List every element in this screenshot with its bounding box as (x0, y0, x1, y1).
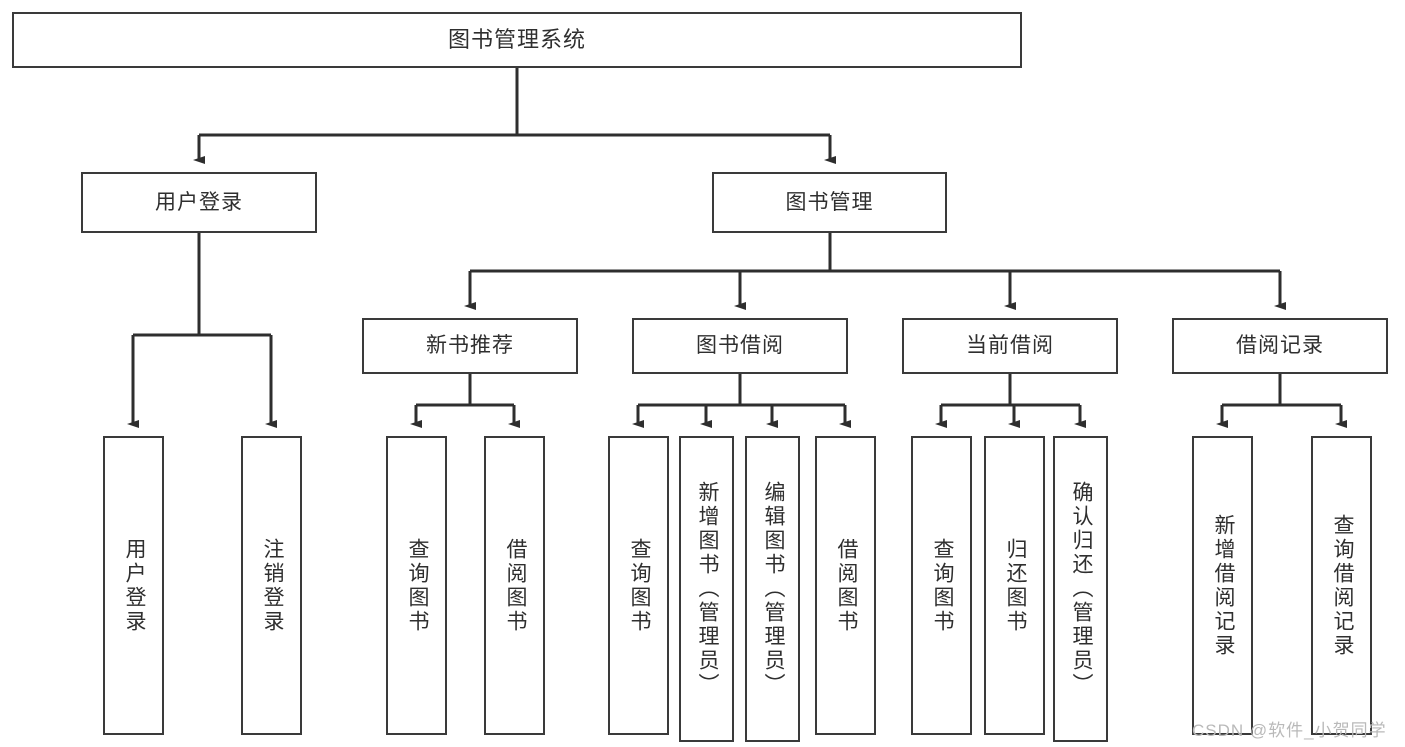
node-record-add[interactable]: 新增借阅记录 (1192, 436, 1253, 735)
node-label: 查询借阅记录 (1330, 513, 1354, 658)
node-label: 编辑图书（管理员） (761, 481, 785, 697)
node-label: 注销登录 (260, 537, 284, 634)
node-label: 查询图书 (930, 537, 954, 634)
node-new-book-recommend[interactable]: 新书推荐 (362, 318, 578, 374)
node-label: 新书推荐 (426, 334, 514, 358)
node-label: 查询图书 (405, 537, 429, 634)
node-user-logout-action[interactable]: 注销登录 (241, 436, 302, 735)
node-record-query[interactable]: 查询借阅记录 (1311, 436, 1372, 735)
node-label: 借阅图书 (503, 537, 527, 634)
node-label: 借阅图书 (834, 537, 858, 634)
node-label: 新增借阅记录 (1211, 513, 1235, 658)
node-book-borrow[interactable]: 图书借阅 (632, 318, 848, 374)
node-label: 借阅记录 (1236, 334, 1324, 358)
node-current-return-book[interactable]: 归还图书 (984, 436, 1045, 735)
node-label: 新增图书（管理员） (695, 481, 719, 697)
node-user-login[interactable]: 用户登录 (81, 172, 317, 233)
node-current-borrow[interactable]: 当前借阅 (902, 318, 1118, 374)
node-root-system[interactable]: 图书管理系统 (12, 12, 1022, 68)
node-book-management[interactable]: 图书管理 (712, 172, 947, 233)
node-label: 用户登录 (122, 537, 146, 634)
node-label: 查询图书 (627, 537, 651, 634)
node-borrow-borrow-book[interactable]: 借阅图书 (815, 436, 876, 735)
node-recommend-query-book[interactable]: 查询图书 (386, 436, 447, 735)
node-recommend-borrow-book[interactable]: 借阅图书 (484, 436, 545, 735)
node-label: 用户登录 (155, 190, 243, 214)
node-label: 图书借阅 (696, 334, 784, 358)
node-borrow-edit-book-admin[interactable]: 编辑图书（管理员） (745, 436, 800, 742)
node-label: 归还图书 (1003, 537, 1027, 634)
node-label: 图书管理 (785, 190, 874, 214)
node-borrow-add-book-admin[interactable]: 新增图书（管理员） (679, 436, 734, 742)
node-borrow-query-book[interactable]: 查询图书 (608, 436, 669, 735)
node-user-login-action[interactable]: 用户登录 (103, 436, 164, 735)
node-label: 当前借阅 (966, 334, 1054, 358)
node-borrow-record[interactable]: 借阅记录 (1172, 318, 1388, 374)
node-current-query-book[interactable]: 查询图书 (911, 436, 972, 735)
node-label: 确认归还（管理员） (1069, 481, 1093, 697)
node-label: 图书管理系统 (447, 26, 586, 52)
watermark-text: CSDN @软件_小贺同学 (1192, 721, 1387, 740)
node-current-confirm-return-admin[interactable]: 确认归还（管理员） (1053, 436, 1108, 742)
